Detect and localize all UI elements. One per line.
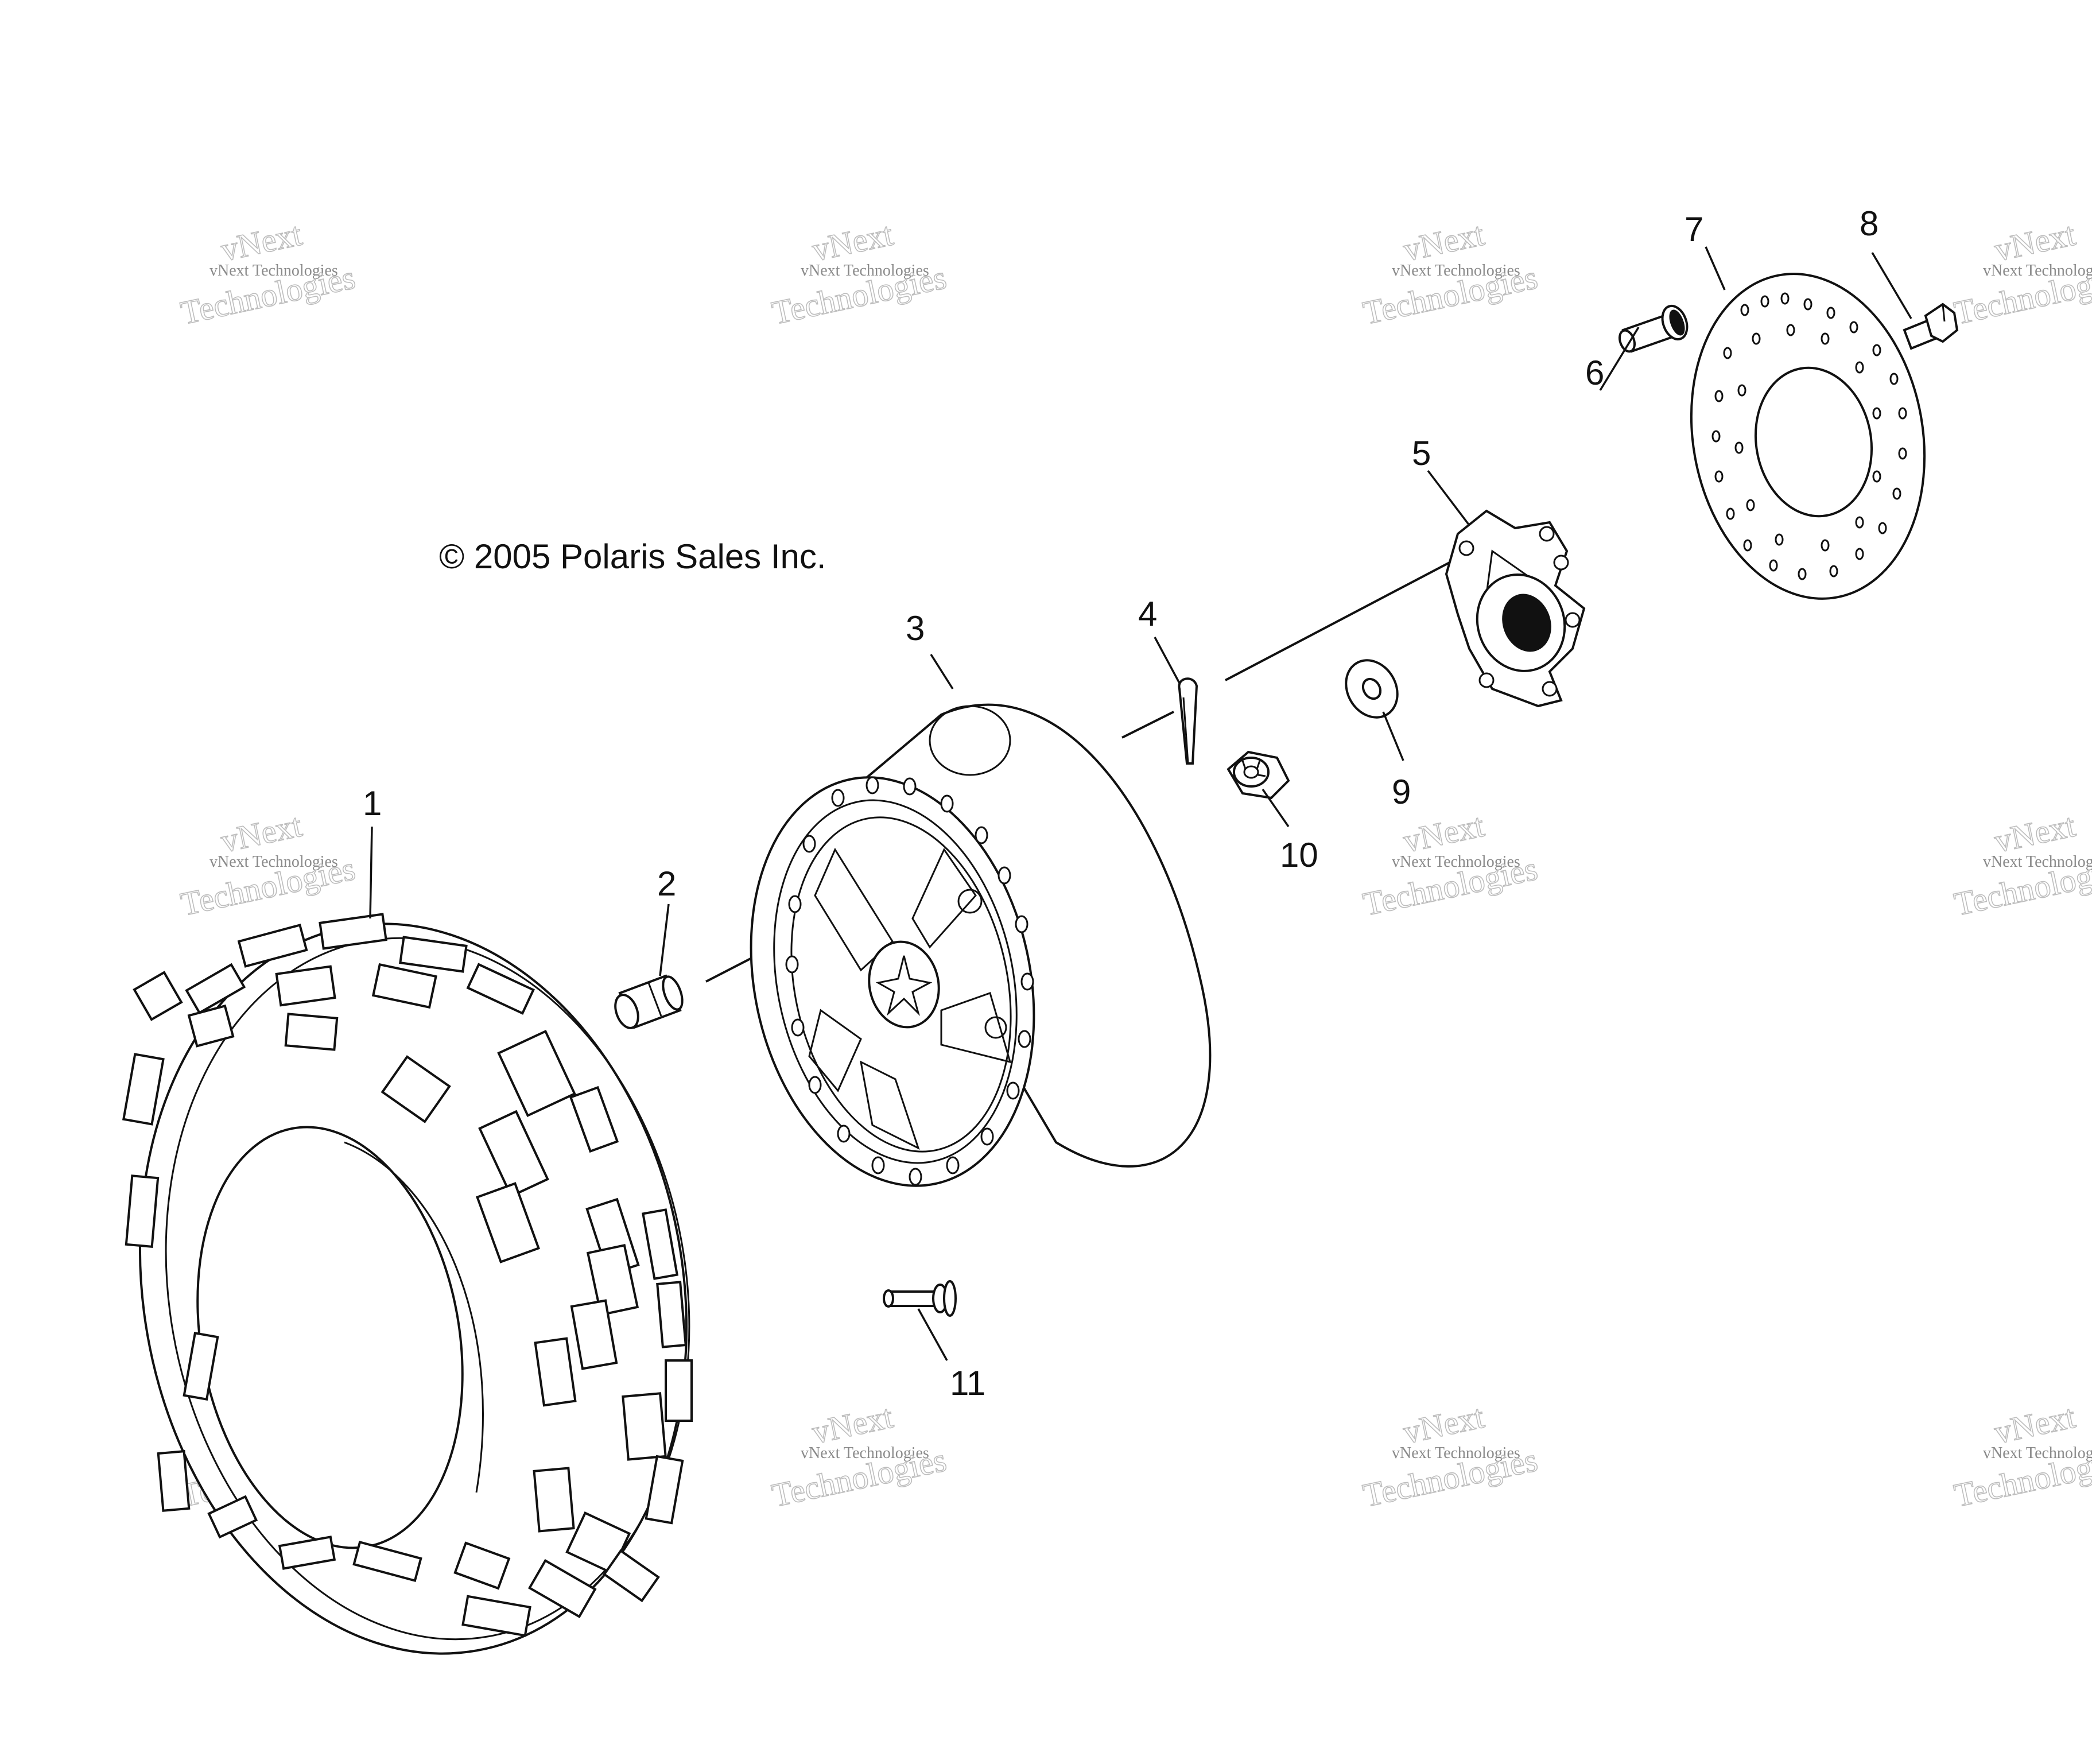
callout-5: 5 — [1412, 434, 1431, 472]
watermark: vNext Technologies vNext Technologies — [1950, 215, 2092, 332]
callout-9: 9 — [1392, 773, 1411, 811]
watermark-big-line1: vNext — [1400, 1398, 1487, 1451]
watermark-small-text: vNext Technologies — [1392, 853, 1520, 871]
watermark: vNext Technologies vNext Technologies — [768, 215, 950, 332]
callout-11: 11 — [950, 1364, 985, 1402]
callout-7: 7 — [1685, 210, 1703, 249]
rim-center-cap — [868, 940, 940, 1029]
watermark-big-line1: vNext — [1991, 215, 2078, 269]
watermark-small-text: vNext Technologies — [1392, 1444, 1520, 1462]
watermark-big-line1: vNext — [1991, 1398, 2078, 1451]
watermark: vNext Technologies vNext Technologies — [1359, 215, 1541, 332]
tire — [122, 913, 693, 1655]
callout-1: 1 — [363, 784, 382, 823]
copyright-text: © 2005 Polaris Sales Inc. — [439, 537, 826, 576]
tire-tread-lugs — [122, 913, 693, 1637]
callout-10: 10 — [1280, 836, 1318, 874]
rim-spokes — [808, 847, 1012, 1150]
watermark-small-text: vNext Technologies — [209, 853, 338, 871]
wheel-hub — [1445, 509, 1586, 708]
washer — [1345, 659, 1399, 719]
callout-4: 4 — [1138, 595, 1157, 633]
callout-labels: 1 2 3 4 5 6 7 8 9 10 11 — [363, 204, 1878, 1402]
watermark-big-line1: vNext — [1400, 807, 1487, 860]
callout-2: 2 — [657, 864, 676, 903]
watermark-small-text: vNext Technologies — [1983, 1444, 2092, 1462]
disc-bolt — [1903, 303, 1959, 350]
watermark-big-line1: vNext — [218, 215, 305, 269]
watermark-small-text: vNext Technologies — [801, 262, 929, 280]
watermark: vNext Technologies vNext Technologies — [177, 806, 359, 924]
callout-8: 8 — [1860, 204, 1878, 243]
watermark-big-line1: vNext — [1400, 215, 1487, 269]
brake-disc-holes — [1711, 292, 1907, 580]
watermark-small-text: vNext Technologies — [1983, 853, 2092, 871]
valve-stem — [614, 974, 684, 1029]
brake-disc — [1690, 273, 1926, 600]
watermark-small-text: vNext Technologies — [801, 1444, 929, 1462]
watermark-big-line1: vNext — [809, 1398, 896, 1451]
watermark: vNext Technologies vNext Technologies — [177, 215, 359, 332]
watermark: vNext Technologies vNext Technologies — [1950, 806, 2092, 924]
watermark: vNext Technologies vNext Technologies — [1359, 1397, 1541, 1515]
watermark: vNext Technologies vNext Technologies — [1950, 1397, 2092, 1515]
cotter-pin — [1178, 677, 1198, 765]
rim-bolt-holes — [785, 776, 1034, 1186]
callout-3: 3 — [906, 609, 925, 648]
castle-nut — [1227, 750, 1290, 800]
watermark-big-line1: vNext — [1991, 807, 2078, 860]
watermark-small-text: vNext Technologies — [209, 262, 338, 280]
watermark-big-line1: vNext — [809, 215, 896, 269]
callout-6: 6 — [1585, 354, 1604, 392]
wheel-rim — [750, 703, 1212, 1187]
watermark: vNext Technologies vNext Technologies — [1359, 806, 1541, 924]
watermark-big-line1: vNext — [218, 807, 305, 860]
watermark-small-text: vNext Technologies — [1392, 262, 1520, 280]
watermark-small-text: vNext Technologies — [1983, 262, 2092, 280]
hub-stud — [1618, 304, 1689, 353]
watermark: vNext Technologies vNext Technologies — [768, 1397, 950, 1515]
wheel-bolt — [883, 1280, 957, 1317]
leader-lines — [369, 246, 1912, 1361]
